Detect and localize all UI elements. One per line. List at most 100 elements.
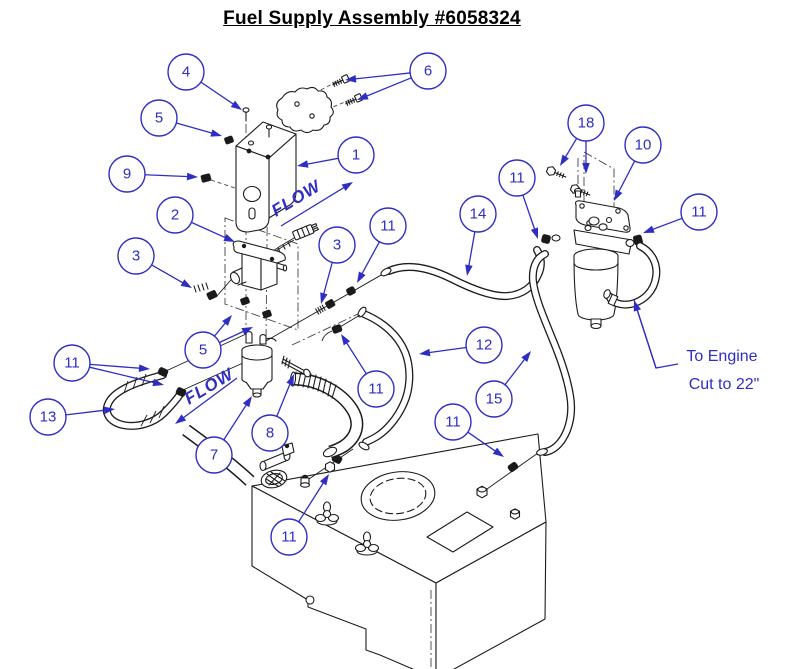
callout-circle <box>29 398 67 436</box>
fitting-3-left <box>193 282 218 300</box>
callout-number: 2 <box>171 207 179 224</box>
callout-circle <box>251 414 289 452</box>
callout-circle <box>156 196 194 234</box>
callout-11: 11 <box>53 344 164 387</box>
withdrawal-fitting <box>354 531 380 556</box>
hose-clamp <box>541 234 551 244</box>
callout-number: 11 <box>380 218 396 235</box>
callout-11: 11 <box>434 403 504 457</box>
callout-number: 6 <box>424 63 432 80</box>
hose-clamp <box>175 387 187 397</box>
fuel-tank <box>182 424 547 669</box>
nut-9 <box>200 173 212 183</box>
callout-circle <box>318 226 356 264</box>
callout-13: 13 <box>29 398 115 436</box>
fill-cap <box>259 442 295 489</box>
hose-15 <box>528 250 576 456</box>
hose-12 <box>321 306 414 451</box>
mounting-bracket <box>200 107 297 233</box>
annotation-layer: 4569123311141810111151113781112151111FLO… <box>29 52 760 556</box>
inline-fuel-filter <box>241 331 277 398</box>
callout-number: 13 <box>40 409 57 426</box>
withdrawal-fitting <box>314 501 340 526</box>
callout-circle <box>270 518 308 556</box>
callout-12: 12 <box>419 326 503 364</box>
callout-number: 11 <box>368 381 384 398</box>
callout-circle <box>567 104 605 142</box>
callout-4: 4 <box>167 53 242 110</box>
tank-label-plate <box>426 511 494 553</box>
callout-circle <box>167 53 205 91</box>
fitting-3-mid <box>315 299 336 315</box>
callout-number: 3 <box>132 248 140 265</box>
callout-18: 18 <box>560 104 605 174</box>
callout-3: 3 <box>117 237 192 288</box>
callout-11: 11 <box>270 474 329 556</box>
callout-number: 18 <box>578 115 595 132</box>
callout-number: 15 <box>486 391 503 408</box>
callout-circle <box>369 207 407 245</box>
callout-11: 11 <box>341 334 395 408</box>
callout-5: 5 <box>184 315 253 369</box>
screw-4 <box>242 107 250 122</box>
callout-11: 11 <box>357 207 407 283</box>
callout-circle <box>409 52 447 90</box>
fuel-pump <box>229 223 319 291</box>
callout-number: 10 <box>635 137 652 154</box>
callout-number: 3 <box>333 237 341 254</box>
page-title: Fuel Supply Assembly #6058324 <box>223 8 521 29</box>
callout-number: 8 <box>266 425 274 442</box>
callout-circle <box>53 344 91 382</box>
callout-2: 2 <box>156 196 235 242</box>
screw-4b <box>265 124 273 138</box>
vent-clamp <box>507 461 519 473</box>
callout-number: 11 <box>691 204 707 221</box>
callout-6: 6 <box>345 52 447 100</box>
callout-number: 4 <box>182 64 190 81</box>
callout-10: 10 <box>614 126 662 201</box>
callout-14: 14 <box>459 195 497 276</box>
callout-number: 11 <box>281 529 297 546</box>
callout-8: 8 <box>251 374 294 452</box>
callout-1: 1 <box>297 136 375 174</box>
callout-circle <box>117 237 155 275</box>
hose-14 <box>315 246 545 315</box>
callout-7: 7 <box>195 396 252 474</box>
callout-number: 11 <box>445 414 461 431</box>
bolt-18 <box>545 166 567 179</box>
callout-circle <box>337 136 375 174</box>
callout-number: 5 <box>155 110 163 127</box>
callout-11: 11 <box>643 193 718 233</box>
callout-circle <box>465 326 503 364</box>
svg-text:Cut to 22": Cut to 22" <box>689 376 760 393</box>
callout-circle <box>108 155 146 193</box>
pump-nuts <box>240 296 272 319</box>
tank-fitting <box>299 474 311 488</box>
hose-clamp <box>331 324 343 334</box>
callout-11: 11 <box>498 159 539 239</box>
svg-text:To Engine: To Engine <box>686 348 757 365</box>
fuel-water-separator <box>541 166 661 330</box>
callout-circle <box>624 126 662 164</box>
flow-label: FLOW <box>175 364 238 424</box>
u-hose <box>102 367 187 430</box>
nut-5 <box>224 135 234 145</box>
callout-number: 9 <box>123 166 131 183</box>
callout-circle <box>140 99 178 137</box>
callout-circle <box>434 403 472 441</box>
callout-5: 5 <box>140 99 222 137</box>
engine-hose <box>603 242 661 309</box>
callout-number: 1 <box>352 147 360 164</box>
callout-circle <box>357 370 395 408</box>
callout-3: 3 <box>318 226 356 304</box>
callout-number: 14 <box>470 206 487 223</box>
gasket-plate <box>276 86 334 134</box>
callout-number: 7 <box>210 447 218 464</box>
tank-fitting <box>324 461 336 473</box>
tank-bolt <box>476 485 488 499</box>
hose-clamp <box>157 367 169 377</box>
hose-clamp <box>346 286 356 296</box>
loomed-hose <box>281 355 364 459</box>
